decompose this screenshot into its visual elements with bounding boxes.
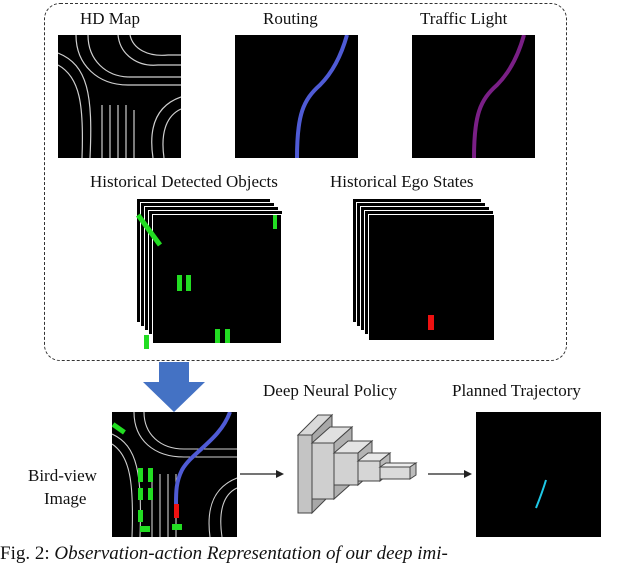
bird-view-label-line1: Bird-view bbox=[28, 466, 97, 485]
trajectory-label: Planned Trajectory bbox=[452, 381, 581, 400]
routing-label: Routing bbox=[263, 9, 318, 28]
traffic-light-label: Traffic Light bbox=[420, 9, 508, 28]
neural-policy-icon bbox=[296, 413, 418, 515]
hd-map-label: HD Map bbox=[80, 9, 140, 28]
policy-label: Deep Neural Policy bbox=[263, 381, 398, 400]
bird-view-label-line2: Image bbox=[44, 489, 87, 508]
traffic-light-image bbox=[412, 35, 535, 158]
objects-front-frame bbox=[152, 214, 282, 344]
figure-caption: Fig. 2: Observation-action Representatio… bbox=[0, 543, 448, 565]
arrow-right-icon bbox=[428, 470, 472, 478]
inputs-container bbox=[44, 3, 567, 361]
caption-prefix: Fig. 2: bbox=[0, 543, 55, 564]
down-arrow-icon bbox=[143, 362, 205, 412]
routing-image bbox=[235, 35, 358, 158]
historical-objects-label: Historical Detected Objects bbox=[90, 172, 278, 191]
caption-text: Observation-action Representation of our… bbox=[54, 543, 448, 564]
arrow-right-icon bbox=[240, 470, 284, 478]
hd-map-image bbox=[58, 35, 181, 158]
trajectory-image bbox=[476, 412, 601, 537]
historical-ego-label: Historical Ego States bbox=[330, 172, 474, 191]
ego-front-frame bbox=[368, 214, 495, 341]
bird-view-image bbox=[112, 412, 237, 537]
